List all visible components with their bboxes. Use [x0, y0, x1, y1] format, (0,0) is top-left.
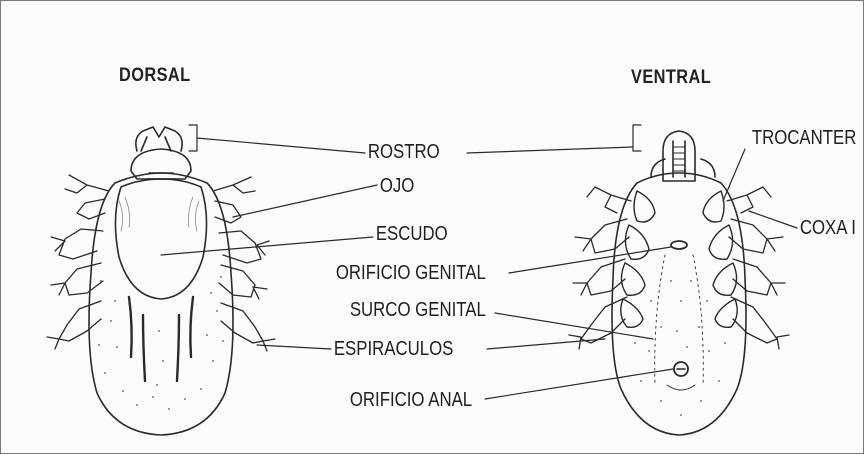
label-escudo: ESCUDO — [375, 223, 449, 246]
dorsal-title: DORSAL — [119, 65, 191, 87]
label-orificio-genital: ORIFICIO GENITAL — [335, 262, 487, 285]
label-rostro: ROSTRO — [367, 141, 441, 164]
ventral-genital-orifice — [671, 241, 687, 249]
label-surco-genital: SURCO GENITAL — [349, 299, 487, 322]
dorsal-body-outline — [89, 173, 233, 435]
label-trocanter: TROCANTER — [751, 127, 857, 150]
label-coxa-i: COXA I — [799, 217, 857, 240]
dorsal-tick — [47, 127, 275, 435]
ventral-coxae — [621, 191, 738, 327]
dorsal-legs-right — [213, 177, 275, 351]
dorsal-rostrum — [131, 127, 191, 179]
label-ojo: OJO — [379, 175, 415, 198]
label-espiraculos: ESPIRACULOS — [333, 338, 454, 361]
dorsal-legs-left — [47, 175, 109, 349]
label-orificio-anal: ORIFICIO ANAL — [349, 389, 473, 412]
ventral-title: VENTRAL — [631, 67, 711, 89]
ventral-tick — [569, 131, 789, 435]
ventral-anal-orifice — [667, 362, 695, 390]
